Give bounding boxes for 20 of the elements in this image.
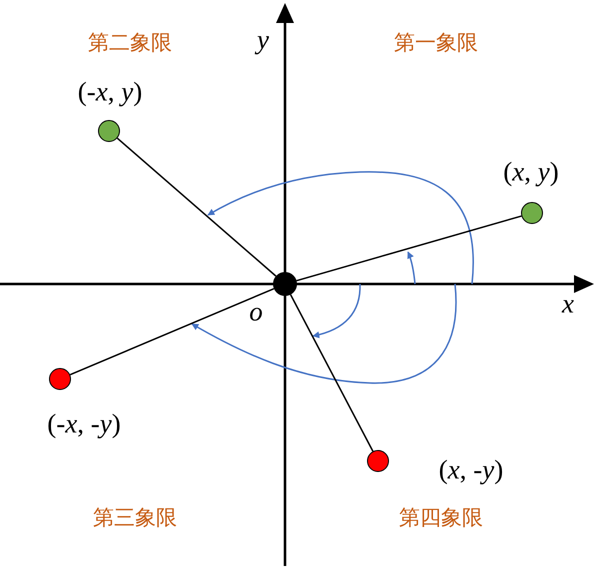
quadrant-label: 第四象限 (399, 508, 483, 528)
origin-dot (273, 272, 297, 296)
coordinate-label: (-x, -y) (47, 410, 121, 438)
point-dot (49, 368, 71, 390)
point-dot (521, 202, 543, 224)
origin-label: o (249, 298, 263, 326)
coordinate-label: (-x, y) (78, 78, 142, 106)
quadrant-label: 第一象限 (394, 32, 478, 54)
ray-line (290, 294, 374, 452)
coordinate-label: (x, y) (503, 158, 559, 186)
point-dot (98, 120, 120, 142)
ray-line (116, 138, 276, 277)
coordinate-label: (x, -y) (438, 456, 504, 484)
axis-label: y (257, 26, 269, 54)
axis-label: x (562, 290, 574, 318)
quadrant-label: 第三象限 (93, 508, 177, 528)
ray-line (70, 288, 274, 376)
quadrant-label: 第二象限 (88, 32, 172, 54)
point-dot (367, 450, 389, 472)
ray-line (296, 215, 522, 282)
